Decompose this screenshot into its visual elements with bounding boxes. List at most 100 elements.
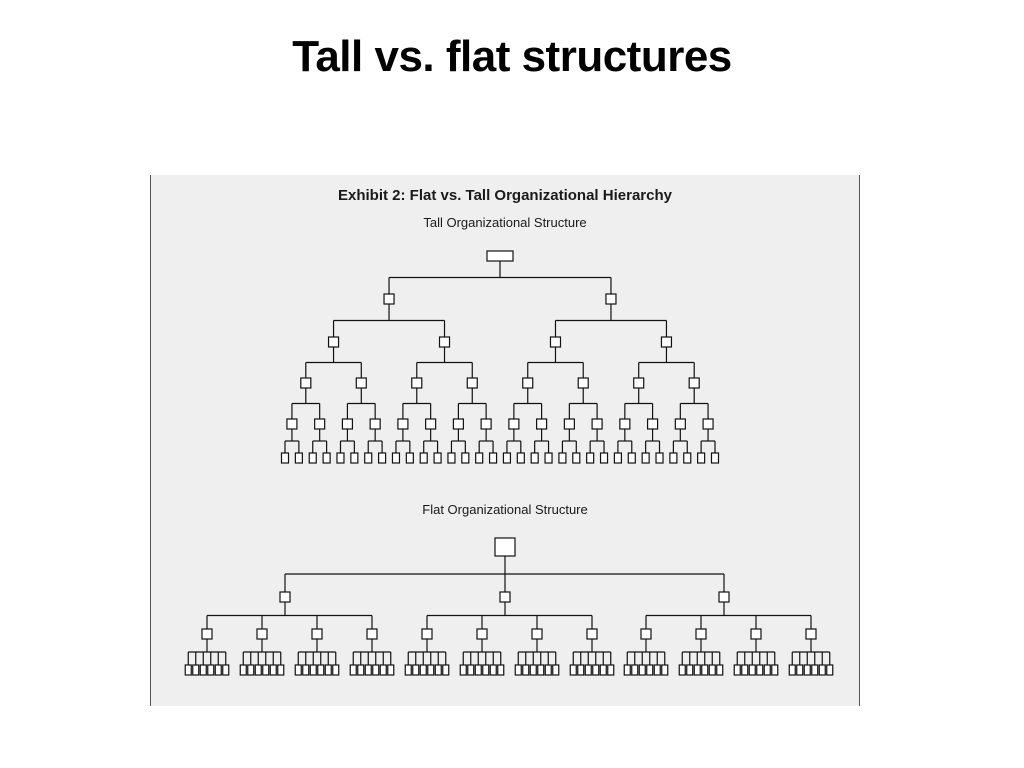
flat-node (763, 664, 771, 676)
flat-node (199, 664, 207, 676)
tall-node (710, 452, 720, 464)
flat-top-node (494, 537, 516, 557)
flat-node (592, 664, 600, 676)
tall-node (572, 452, 581, 464)
flat-node (686, 664, 694, 676)
flat-node (607, 664, 615, 676)
tall-node (683, 452, 692, 464)
flat-node (302, 664, 310, 676)
tall-node (475, 452, 484, 464)
flat-node (678, 664, 686, 676)
flat-node (499, 591, 511, 603)
tall-node (391, 452, 401, 464)
flat-node (599, 664, 607, 676)
flat-node (379, 664, 387, 676)
flat-node (372, 664, 380, 676)
flat-node (796, 664, 804, 676)
tall-node (558, 452, 567, 464)
tall-node (688, 377, 700, 389)
flat-node (421, 628, 433, 640)
flat-node (586, 628, 598, 640)
flat-node (247, 664, 255, 676)
flat-node (653, 664, 661, 676)
flat-node (269, 664, 277, 676)
tall-node (336, 452, 345, 464)
flat-node (584, 664, 592, 676)
tall-node (522, 377, 534, 389)
flat-node (332, 664, 340, 676)
flat-node (364, 664, 372, 676)
flat-node (459, 664, 467, 676)
flat-node (718, 591, 730, 603)
tall-node (322, 452, 331, 464)
tall-node (411, 377, 423, 389)
tall-node (341, 418, 354, 430)
flat-node (750, 628, 762, 640)
flat-node (442, 664, 450, 676)
tall-node (383, 293, 395, 305)
flat-node (733, 664, 741, 676)
flat-node (294, 664, 302, 676)
flat-node (552, 664, 560, 676)
flat-node (201, 628, 213, 640)
flat-node (222, 664, 230, 676)
tall-node (447, 452, 456, 464)
flat-node (317, 664, 325, 676)
flat-node (476, 628, 488, 640)
slide-title: Tall vs. flat structures (292, 32, 732, 81)
flat-node (716, 664, 724, 676)
tall-node (280, 452, 290, 464)
tall-node (660, 336, 673, 348)
flat-node (404, 664, 412, 676)
tall-node (669, 452, 678, 464)
flat-node (262, 664, 270, 676)
tall-node (308, 452, 317, 464)
exhibit-figure: Exhibit 2: Flat vs. Tall Organizational … (150, 175, 860, 706)
flat-node (514, 664, 522, 676)
tall-node (577, 377, 589, 389)
flat-node (701, 664, 709, 676)
flat-node (324, 664, 332, 676)
tall-node (627, 452, 636, 464)
flat-node (309, 664, 317, 676)
tall-top-node (486, 250, 514, 262)
flat-node (427, 664, 435, 676)
tall-node (355, 377, 367, 389)
tall-node (488, 452, 498, 464)
tall-node (314, 418, 326, 430)
flat-node (741, 664, 749, 676)
exhibit-title: Exhibit 2: Flat vs. Tall Organizational … (338, 187, 672, 204)
flat-node (748, 664, 756, 676)
flat-node (529, 664, 537, 676)
flat-node (482, 664, 490, 676)
flat-node (239, 664, 247, 676)
tall-node (599, 452, 609, 464)
tall-node (605, 293, 617, 305)
tall-node (530, 452, 539, 464)
tall-node (350, 452, 359, 464)
flat-node (569, 664, 577, 676)
tall-node (294, 452, 303, 464)
flat-node (467, 664, 475, 676)
tall-node (549, 336, 562, 348)
tall-node (369, 418, 381, 430)
tall-node (619, 418, 631, 430)
flat-node (708, 664, 716, 676)
flat-node (788, 664, 796, 676)
flat-node (419, 664, 427, 676)
tall-node (425, 418, 437, 430)
tall-node (452, 418, 464, 430)
flat-node (631, 664, 639, 676)
flat-node (489, 664, 497, 676)
flat-node (544, 664, 552, 676)
tall-node (613, 452, 623, 464)
tall-node (480, 418, 492, 430)
flat-node (256, 628, 268, 640)
flat-node (279, 591, 291, 603)
flat-node (412, 664, 420, 676)
tall-node (397, 418, 409, 430)
flat-node (497, 664, 505, 676)
org-hierarchy-diagram (184, 250, 834, 676)
flat-node (254, 664, 262, 676)
tall-node (508, 418, 520, 430)
